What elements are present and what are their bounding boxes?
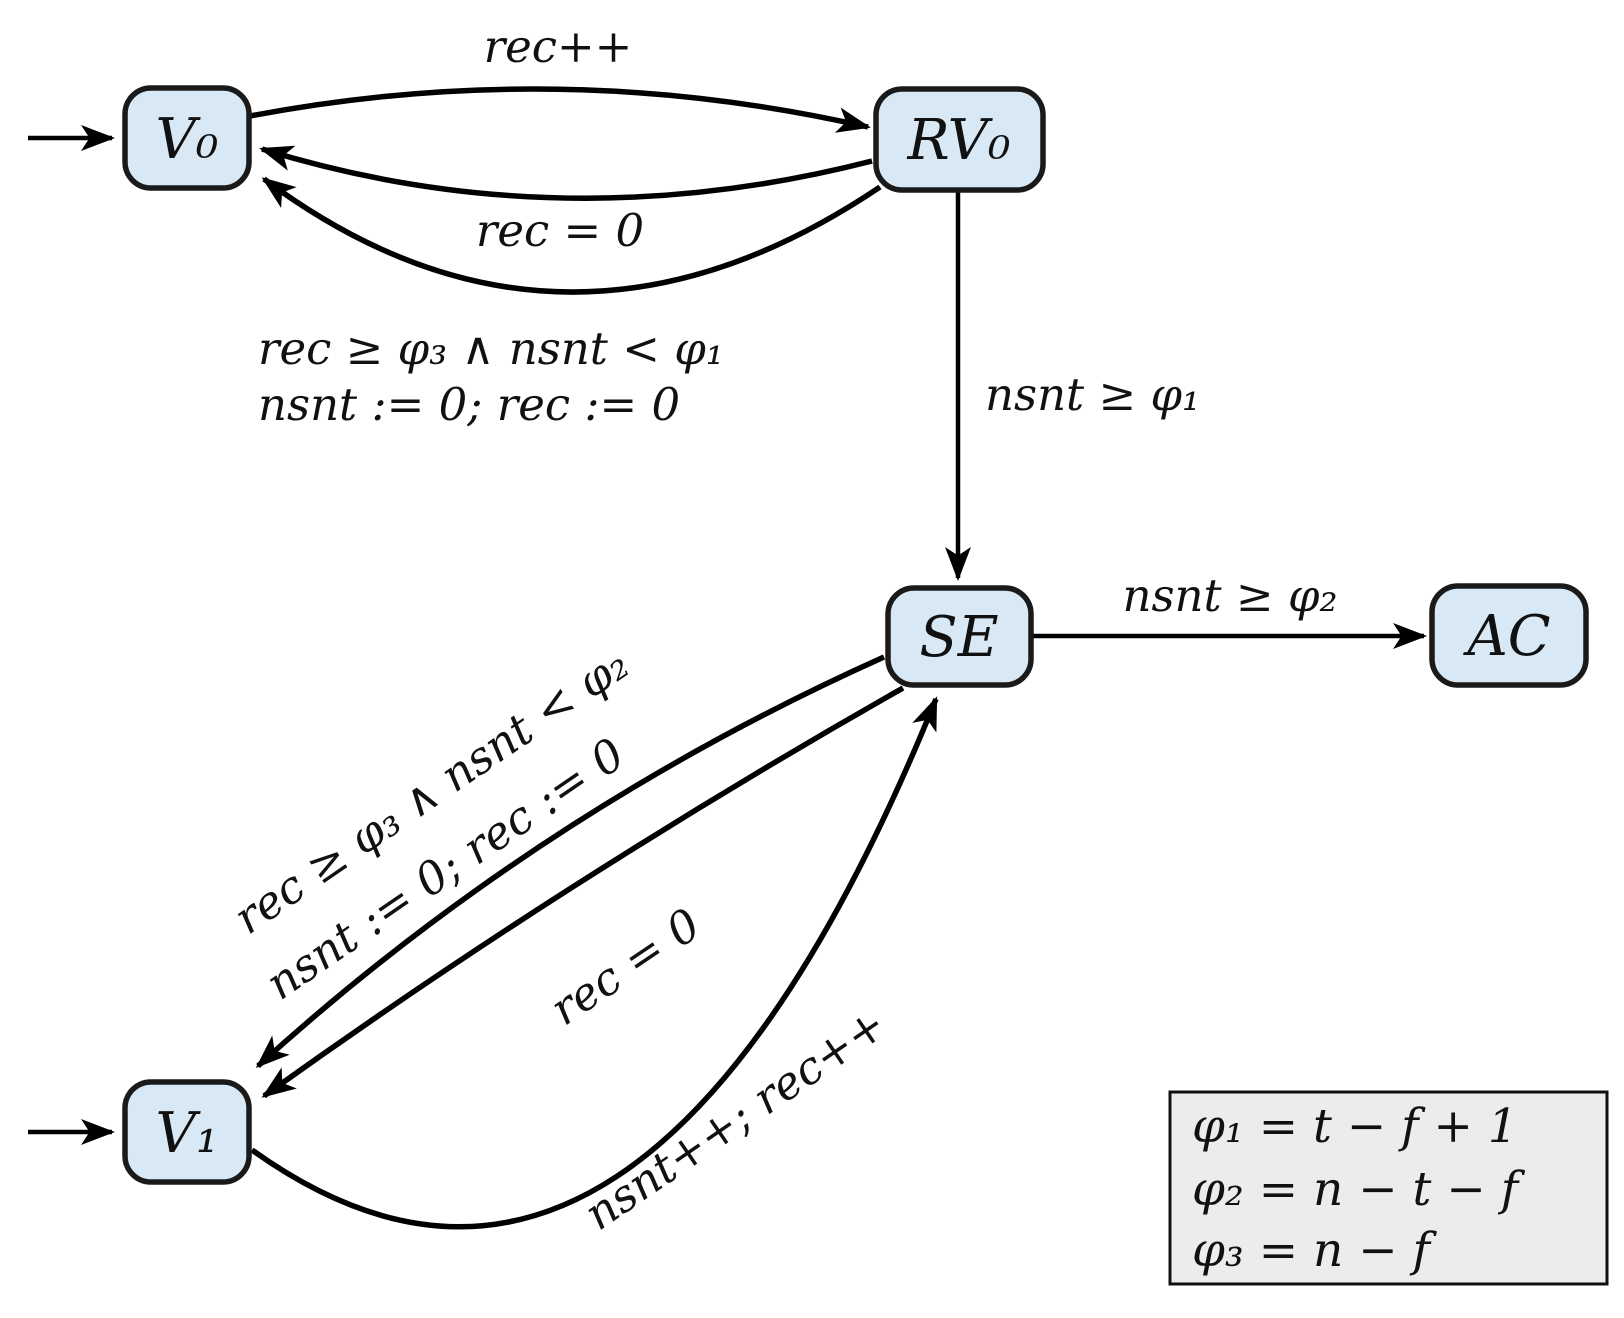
state-label-ac: AC: [1462, 604, 1550, 669]
edge-v1-to-se: [250, 696, 939, 1230]
legend-line-phi3: φ₃ = n − f: [1192, 1223, 1438, 1278]
edge-label-nsnt-rec-plusplus: nsnt++; rec++: [575, 997, 896, 1240]
legend-frame: [1168, 1090, 1609, 1286]
edge-rv0-to-v0-rec0: [259, 145, 873, 201]
state-node-rv0: RV₀: [873, 86, 1046, 193]
state-node-v1: V₁: [122, 1079, 252, 1185]
edge-v0-to-rv0: [249, 86, 871, 133]
legend: φ₁ = t − f + 1 φ₂ = n − t − f φ₃ = n − f: [1168, 1090, 1609, 1286]
edge-se-to-v1-guard: [255, 654, 886, 1069]
edge-se-to-v1-rec0: [261, 685, 905, 1099]
state-node-ac: AC: [1429, 583, 1589, 688]
state-shape-ac: [1429, 583, 1589, 688]
legend-line-phi2: φ₂ = n − t − f: [1192, 1162, 1526, 1217]
state-shape-v1: [122, 1079, 252, 1185]
state-shape-v0: [122, 85, 252, 191]
edge-label-rec-eq-0-top: rec = 0: [476, 204, 644, 257]
edge-label-rv0-guard-line2: nsnt := 0; rec := 0: [258, 378, 680, 431]
state-label-rv0: RV₀: [906, 108, 1010, 173]
state-node-v0: V₀: [122, 85, 252, 191]
edge-label-nsnt-ge-phi2: nsnt ≥ φ₂: [1122, 569, 1337, 622]
state-shape-rv0: [873, 86, 1046, 193]
edge-rv0-to-v0-guard: [261, 176, 882, 295]
edge-label-nsnt-ge-phi1: nsnt ≥ φ₁: [985, 368, 1200, 421]
state-node-se: SE: [885, 585, 1034, 688]
edge-label-rv0-guard-line1: rec ≥ φ₃ ∧ nsnt < φ₁: [258, 322, 724, 375]
legend-line-phi1: φ₁ = t − f + 1: [1192, 1099, 1518, 1154]
state-label-v0: V₀: [156, 107, 219, 172]
state-label-se: SE: [919, 605, 998, 670]
edge-label-rec-eq-0-bottom: rec = 0: [541, 898, 710, 1036]
state-label-v1: V₁: [156, 1101, 219, 1166]
edge-label-rec-plusplus: rec++: [484, 20, 633, 73]
state-shape-se: [885, 585, 1034, 688]
